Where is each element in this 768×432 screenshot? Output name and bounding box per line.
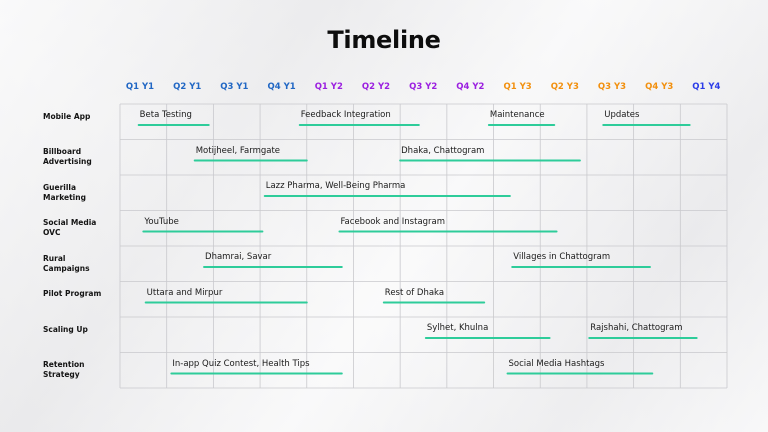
row-label: Rural Campaigns [43,253,90,273]
quarter-label: Q2 Y2 [361,82,391,92]
task-label: Feedback Integration [300,110,391,120]
row-label: Scaling Up [43,324,88,334]
quarter-header: Q1 Y1 Q2 Y1 Q3 Y1 Q4 Y1 Q1 Y2 Q2 Y2 Q3 Y2 Q4 Y2… [0,82,768,96]
task-label: Social Media Hashtags [508,358,605,369]
task-label: YouTube [144,216,179,227]
quarter-label: Q4 Y3 [645,82,674,92]
row-label: Pilot Program [43,289,102,299]
row-label: Guerilla Marketing [43,182,86,202]
row-label: Retention Strategy [43,360,85,380]
task-label: Maintenance [489,110,545,120]
task-label: Sylhet, Khulna [426,323,489,333]
task-label: In-app Quiz Contest, Health Tips [172,358,310,369]
task-label: Lazz Pharma, Well-Being Pharma [265,181,406,191]
row-label: Social Media OVC [43,218,97,238]
quarter-label: Q1 Y1 [125,82,155,92]
task-label: Motijheel, Farmgate [195,145,281,156]
quarter-label: Q4 Y1 [267,82,296,92]
quarter-label: Q1 Y3 [503,82,532,92]
quarter-label: Q1 Y4 [692,82,721,92]
row-label: Billboard Advertising [43,147,92,167]
quarter-label: Q2 Y1 [173,82,202,92]
quarter-label: Q2 Y3 [550,82,579,92]
task-label: Rest of Dhaka [384,287,445,298]
quarter-label: Q4 Y2 [456,82,485,92]
task-label: Dhamrai, Savar [205,252,272,262]
quarter-label: Q1 Y2 [314,82,343,92]
task-label: Villages in Chattogram [513,252,611,262]
task-label: Facebook and Instagram [340,216,446,227]
page-title: Timeline [327,26,441,54]
quarter-label: Q3 Y2 [409,82,438,92]
task-label: Beta Testing [139,110,192,120]
quarter-label: Q3 Y3 [597,82,627,92]
task-label: Rajshahi, Chattogram [590,323,683,333]
row-label: Mobile App [43,111,91,121]
task-label: Updates [604,110,640,120]
task-label: Dhaka, Chattogram [401,145,485,156]
task-label: Uttara and Mirpur [146,287,223,298]
quarter-label: Q3 Y1 [220,82,249,92]
